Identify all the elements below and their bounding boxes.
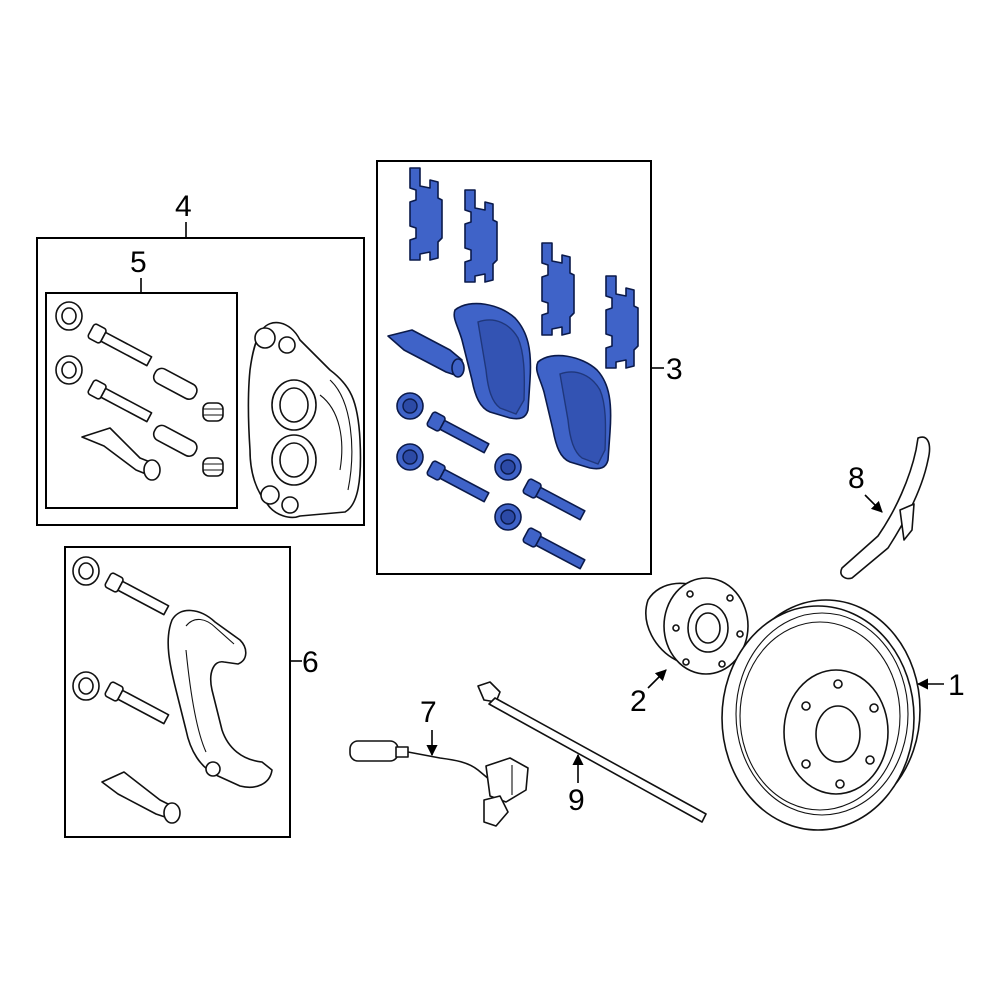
callout-6[interactable]: 6 xyxy=(302,646,319,679)
caliper-assembly-box xyxy=(36,237,365,526)
brake-pad-outer xyxy=(535,354,612,470)
pad-clip-3 xyxy=(541,242,575,336)
brake-wear-sensor xyxy=(349,740,529,827)
caliper-bracket xyxy=(167,609,273,788)
caliper-assembly-group: 4 5 xyxy=(36,190,365,526)
brake-rotor xyxy=(721,599,921,831)
brake-pad-inner xyxy=(453,302,532,420)
pad-kit-bolts xyxy=(426,411,586,570)
sensor-wire-group: 9 xyxy=(477,681,707,823)
callout-1[interactable]: 1 xyxy=(948,669,965,702)
pad-clip-1 xyxy=(409,167,443,261)
caliper-bracket-group: 6 xyxy=(64,546,319,838)
rotor-group: 1 xyxy=(721,599,965,831)
pad-clip-4 xyxy=(605,275,639,369)
callout-3[interactable]: 3 xyxy=(666,353,683,386)
wheel-hub xyxy=(645,577,749,675)
callout-8[interactable]: 8 xyxy=(848,462,865,495)
caliper-bracket-box xyxy=(64,546,291,838)
hub-group: 2 xyxy=(630,577,749,718)
pad-clip-2 xyxy=(464,189,498,283)
wear-sensor-group: 7 xyxy=(349,696,529,827)
callout-5[interactable]: 5 xyxy=(130,246,147,279)
brake-caliper-body xyxy=(247,321,362,519)
brake-pad-kit-group: 3 xyxy=(376,160,683,575)
callout-4[interactable]: 4 xyxy=(175,190,192,223)
callout-7[interactable]: 7 xyxy=(420,696,437,729)
callout-9[interactable]: 9 xyxy=(568,784,585,817)
brake-shield-piece xyxy=(840,436,931,580)
caliper-hardware-kit-parts xyxy=(55,301,224,481)
callout-2[interactable]: 2 xyxy=(630,685,647,718)
caliper-bracket-hardware xyxy=(72,556,181,824)
brake-sensor-wire xyxy=(477,681,707,823)
pad-wear-sensor-tab xyxy=(387,329,465,378)
splash-shield-group: 8 xyxy=(840,436,931,580)
pad-kit-bushings xyxy=(396,392,522,531)
